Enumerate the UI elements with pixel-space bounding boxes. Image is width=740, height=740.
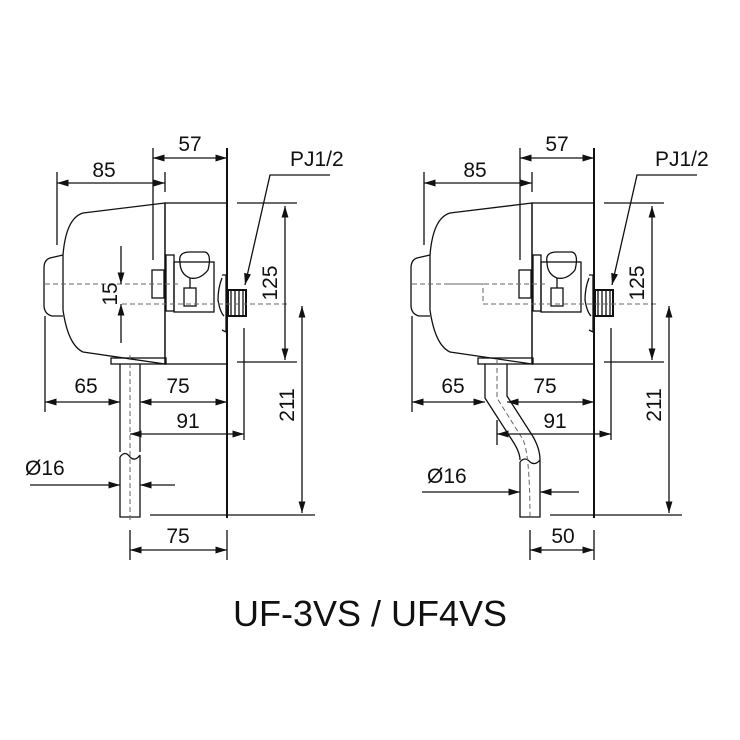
dim-211: 211: [643, 388, 666, 421]
offset-outlet-pipe: [477, 357, 541, 521]
flush-valve-body: [62, 202, 166, 365]
dim-15: 15: [99, 282, 122, 305]
valve-assembly: [518, 251, 614, 334]
outlet-pipe: [110, 355, 167, 520]
drawing-title: UF-3VS / UF4VS: [233, 593, 507, 634]
dim-75: 75: [533, 375, 556, 398]
dimensions: 57 85 125 211 65 75 91 Ø16: [411, 133, 709, 560]
valve-assembly: [151, 251, 247, 334]
thread-connector: [227, 289, 247, 317]
flush-valve-body: [429, 202, 533, 365]
dim-211: 211: [276, 388, 299, 421]
dim-diameter: Ø16: [25, 457, 65, 480]
dim-65: 65: [441, 375, 464, 398]
thread-label: PJ1/2: [290, 148, 344, 171]
dim-125: 125: [626, 265, 649, 300]
dim-85: 85: [463, 159, 486, 182]
dim-57: 57: [545, 133, 568, 156]
dim-75: 75: [166, 375, 189, 398]
drawing-uf4vs: 57 85 125 211 65 75 91 Ø16: [410, 133, 709, 560]
dim-125: 125: [259, 265, 282, 300]
drawing-uf-3vs: 57 85 15 125 211 65 75 91 Ø16: [25, 133, 344, 560]
push-button: [43, 254, 64, 317]
thread-label: PJ1/2: [655, 148, 709, 171]
dim-bottom: 75: [166, 525, 189, 548]
dim-91: 91: [543, 410, 566, 433]
dim-91: 91: [176, 410, 199, 433]
centerline: [447, 283, 657, 305]
dimensions: 57 85 15 125 211 65 75 91 Ø16: [25, 133, 344, 560]
dim-diameter: Ø16: [427, 465, 467, 488]
dim-bottom: 50: [551, 525, 574, 548]
dim-65: 65: [74, 375, 97, 398]
thread-connector: [594, 289, 614, 317]
dim-85: 85: [92, 159, 115, 182]
push-button: [410, 254, 431, 317]
dim-57: 57: [178, 133, 201, 156]
